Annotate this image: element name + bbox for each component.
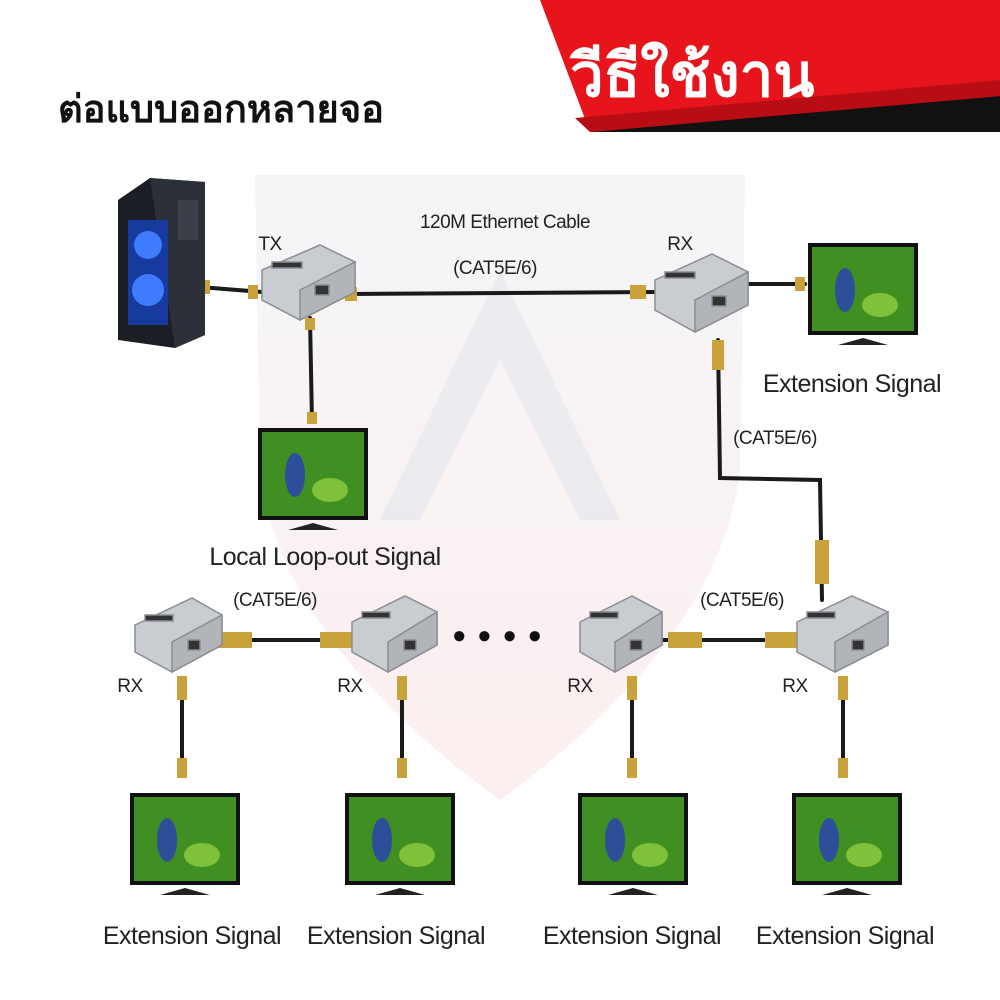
extension-label-2: Extension Signal (306, 922, 486, 950)
monitor-ext-3-icon (578, 793, 688, 895)
rx-device-4-icon (796, 595, 889, 674)
rx-label-4: RX (782, 676, 808, 697)
monitor-ext-4-icon (792, 793, 902, 895)
cat-label-left: (CAT5E/6) (233, 590, 317, 611)
ellipsis: ● ● ● ● (452, 622, 544, 649)
local-loopout-label: Local Loop-out Signal (209, 543, 441, 571)
rx-label-2: RX (337, 676, 363, 697)
cat-label-right: (CAT5E/6) (700, 590, 784, 611)
tx-label: TX (258, 234, 282, 255)
tx-device-icon (261, 244, 356, 322)
pc-tower-icon (118, 178, 205, 348)
device-boxes (134, 244, 889, 674)
top-cable-type: (CAT5E/6) (453, 258, 537, 279)
extension-label-top: Extension Signal (762, 370, 942, 398)
monitor-top-right-icon (808, 243, 918, 345)
rx-device-1-icon (134, 597, 223, 674)
subtitle: ต่อแบบออกหลายจอ (58, 87, 384, 131)
extension-label-4: Extension Signal (755, 922, 935, 950)
cat-label-vertical: (CAT5E/6) (733, 428, 817, 449)
rx-device-top-icon (654, 253, 749, 334)
monitors (130, 243, 918, 895)
extension-label-3: Extension Signal (542, 922, 722, 950)
rx-label-3: RX (567, 676, 593, 697)
rx-device-2-icon (351, 595, 438, 674)
monitor-ext-2-icon (345, 793, 455, 895)
monitor-ext-1-icon (130, 793, 240, 895)
page-title: วีธีใช้งาน (570, 41, 815, 111)
monitor-local-icon (258, 428, 368, 530)
rx-label-1: RX (117, 676, 143, 697)
rx-device-3-icon (579, 595, 663, 674)
top-cable-label: 120M Ethernet Cable (419, 212, 591, 233)
rx-label-top: RX (667, 234, 693, 255)
extension-label-1: Extension Signal (102, 922, 282, 950)
